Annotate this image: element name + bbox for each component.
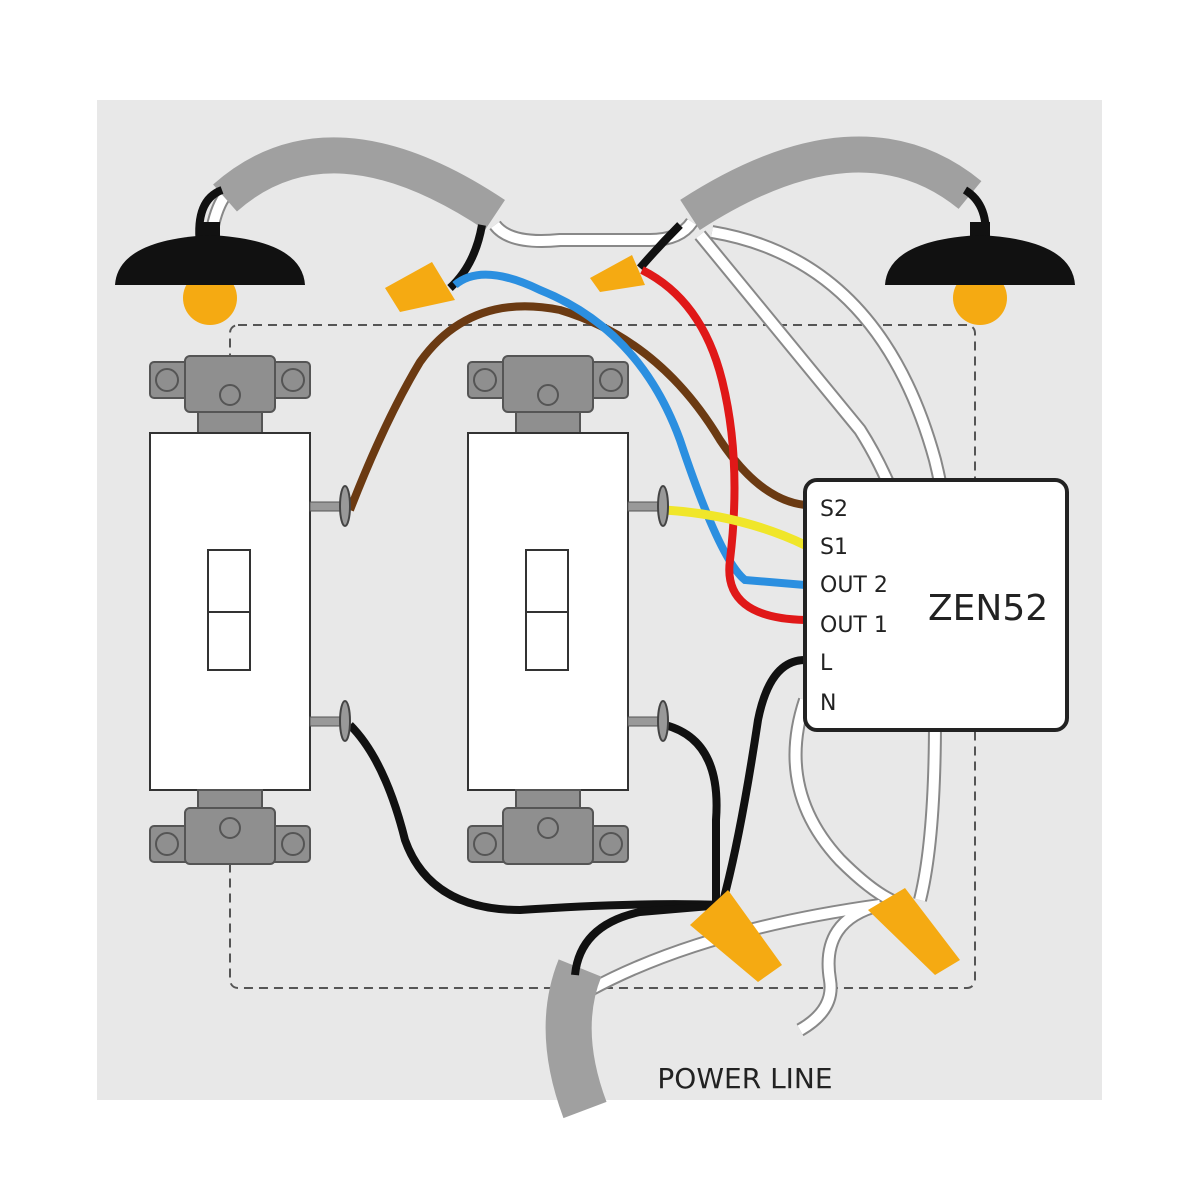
terminal-label-l: L [820,651,833,676]
cable-right-lamp [680,136,982,231]
ceiling-lamp-icon [115,222,305,325]
hot-wires [195,186,990,976]
wire-s1 [664,505,807,550]
cable-left-lamp [213,137,505,230]
wall-switch-icon [467,355,669,865]
ceiling-lamp-icon [885,222,1075,325]
power-line-cable [545,959,607,1119]
wall-switch-icon [149,355,351,865]
terminal-label-s1: S1 [820,535,848,560]
power-line-label: POWER LINE [657,1062,832,1095]
wire-nut-icon [385,255,960,982]
terminal-label-n: N [820,691,836,716]
zen52-module [803,478,1069,732]
terminal-label-s2: S2 [820,497,848,522]
wire-out1 [640,266,806,624]
terminal-label-out2: OUT 2 [820,573,888,598]
terminal-label-out1: OUT 1 [820,613,888,638]
wire-out2 [452,270,806,589]
device-name: ZEN52 [928,588,1048,629]
